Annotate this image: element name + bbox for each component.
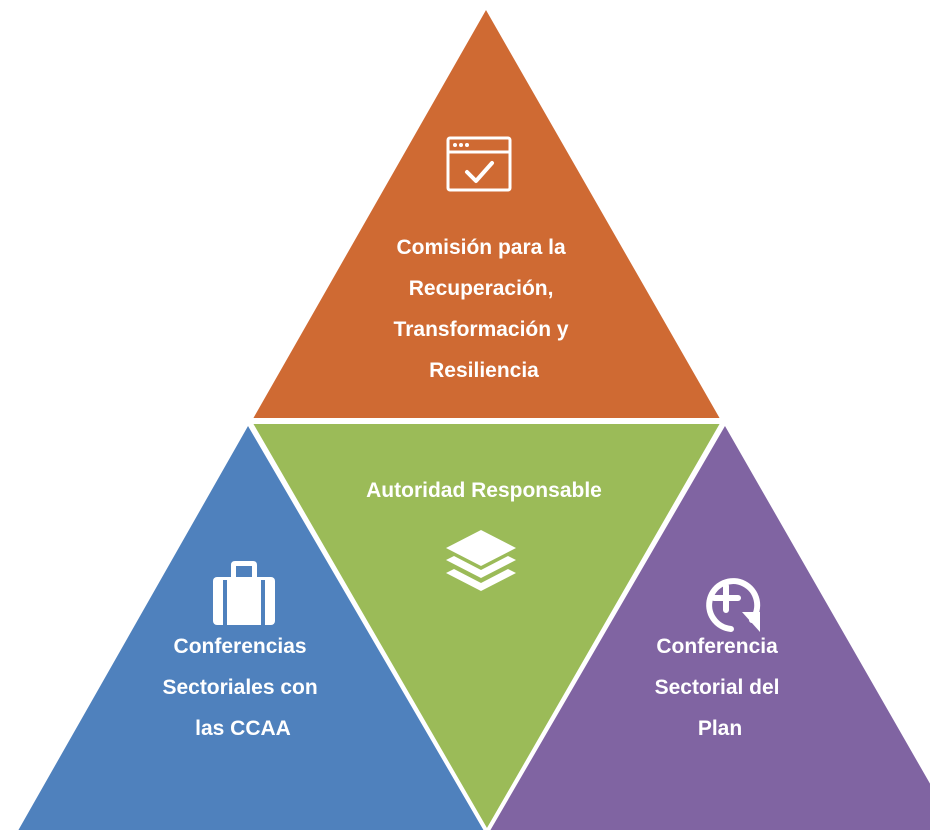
- left-label-line-3: las CCAA: [195, 717, 291, 740]
- top-triangle: [248, 4, 725, 422]
- plus-bubble-tail: [742, 612, 760, 632]
- top-label-line-2: Recuperación,: [409, 277, 554, 300]
- right-label-line-2: Sectorial del: [655, 676, 780, 699]
- right-label-line-1: Conferencia: [656, 635, 778, 658]
- center-label-line-1: Autoridad Responsable: [366, 479, 602, 502]
- right-segment-label: Conferencia Sectorial del Plan: [655, 635, 786, 740]
- briefcase-icon: [213, 561, 275, 625]
- calendar-dots: [453, 143, 469, 147]
- layers-icon: [446, 530, 516, 591]
- left-segment-label: Conferencias Sectoriales con las CCAA: [162, 635, 323, 740]
- right-label-line-3: Plan: [698, 717, 742, 740]
- left-label-line-1: Conferencias: [174, 635, 307, 658]
- top-label-line-3: Transformación y: [394, 318, 569, 341]
- plus-bubble-icon: [706, 578, 761, 632]
- top-label-line-4: Resiliencia: [429, 359, 539, 382]
- top-segment-label: Comisión para la Recuperación, Transform…: [394, 236, 575, 382]
- briefcase-straps: [223, 580, 265, 625]
- calendar-check-icon: [446, 136, 512, 192]
- center-segment-label: Autoridad Responsable: [366, 479, 602, 502]
- left-label-line-2: Sectoriales con: [162, 676, 317, 699]
- right-triangle: [485, 420, 930, 832]
- top-label-line-1: Comisión para la: [396, 236, 566, 259]
